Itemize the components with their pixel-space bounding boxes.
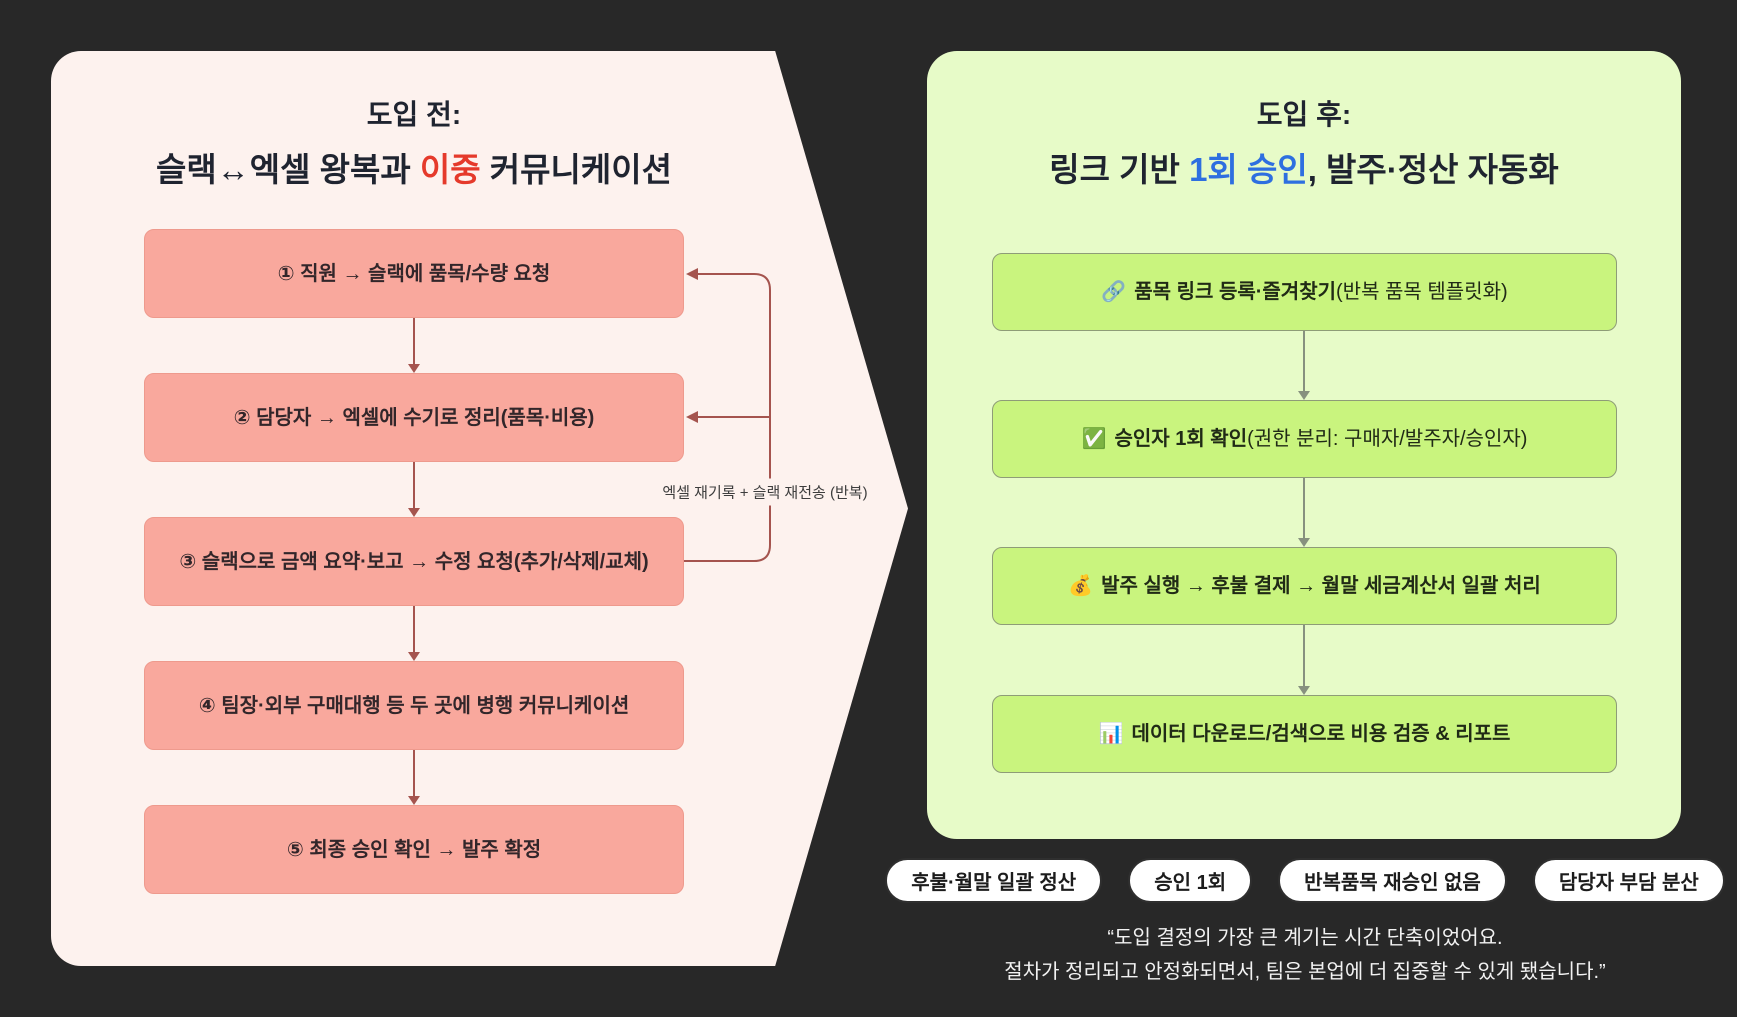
before-step-2: ② 담당자 → 엑셀에 수기로 정리(품목·비용) [144,373,684,462]
after-step-1-detail: (반복 품목 템플릿화) [1336,281,1508,303]
money-bag-icon: 💰 [1068,575,1094,597]
rework-loop-label: 엑셀 재기록 + 슬랙 재전송 (반복) [654,478,876,506]
after-step-3-main: 발주 실행 → 후불 결제 → 월말 세금계산서 일괄 처리 [1101,575,1541,597]
down-arrow-icon [408,606,420,661]
after-step-4-main: 데이터 다운로드/검색으로 비용 검증 & 리포트 [1131,723,1511,745]
down-arrow-icon [408,750,420,805]
before-title-line2: 슬랙↔엑셀 왕복과 이중 커뮤니케이션 [144,147,684,193]
badge-load-distribution: 담당자 부담 분산 [1532,858,1725,903]
before-step-1: ① 직원 → 슬랙에 품목/수량 요청 [144,229,684,318]
before-step-5: ⑤ 최종 승인 확인 → 발주 확정 [144,805,684,894]
down-arrow-icon [408,462,420,517]
link-icon: 🔗 [1101,281,1127,303]
down-arrow-icon [1298,478,1310,547]
after-step-4: 📊 데이터 다운로드/검색으로 비용 검증 & 리포트 [992,695,1617,773]
before-title: 도입 전: 슬랙↔엑셀 왕복과 이중 커뮤니케이션 [144,97,684,193]
badge-no-reapproval: 반복품목 재승인 없음 [1278,858,1507,903]
after-step-2-main: 승인자 1회 확인 [1114,428,1248,450]
quote-line-2: 절차가 정리되고 안정화되면서, 팀은 본업에 더 집중할 수 있게 됐습니다.… [1004,961,1606,983]
after-step-3: 💰 발주 실행 → 후불 결제 → 월말 세금계산서 일괄 처리 [992,547,1617,625]
check-icon: ✅ [1081,428,1107,450]
before-title-pre: 슬랙↔엑셀 왕복과 [156,151,420,188]
benefit-badges: 후불·월말 일괄 정산 승인 1회 반복품목 재승인 없음 담당자 부담 분산 [860,858,1737,903]
before-step-4: ④ 팀장·외부 구매대행 등 두 곳에 병행 커뮤니케이션 [144,661,684,750]
after-step-1: 🔗 품목 링크 등록·즐겨찾기(반복 품목 템플릿화) [992,253,1617,331]
after-step-2-detail: (권한 분리: 구매자/발주자/승인자) [1247,428,1528,450]
testimonial-quote: “도입 결정의 가장 큰 계기는 시간 단축이었어요. 절차가 정리되고 안정화… [860,921,1737,989]
before-step-3: ③ 슬랙으로 금액 요약·보고 → 수정 요청(추가/삭제/교체) [144,517,684,606]
after-title-accent: 1회 승인 [1189,151,1308,188]
before-title-post: 커뮤니케이션 [480,151,672,188]
after-title-pre: 링크 기반 [1049,151,1190,188]
down-arrow-icon [408,318,420,373]
after-title-line2: 링크 기반 1회 승인, 발주·정산 자동화 [927,147,1681,193]
badge-settlement: 후불·월말 일괄 정산 [885,858,1103,903]
after-title-post: , 발주·정산 자동화 [1307,151,1559,188]
down-arrow-icon [1298,625,1310,695]
badge-single-approval: 승인 1회 [1128,858,1253,903]
before-title-accent: 이중 [419,151,481,188]
before-title-line1: 도입 전: [366,99,462,130]
after-step-1-main: 품목 링크 등록·즐겨찾기 [1134,281,1337,303]
down-arrow-icon [1298,331,1310,400]
after-title: 도입 후: 링크 기반 1회 승인, 발주·정산 자동화 [927,97,1681,193]
quote-line-1: “도입 결정의 가장 큰 계기는 시간 단축이었어요. [1107,927,1503,949]
after-step-2: ✅ 승인자 1회 확인(권한 분리: 구매자/발주자/승인자) [992,400,1617,478]
after-title-line1: 도입 후: [1256,99,1352,130]
bar-chart-icon: 📊 [1098,723,1124,745]
